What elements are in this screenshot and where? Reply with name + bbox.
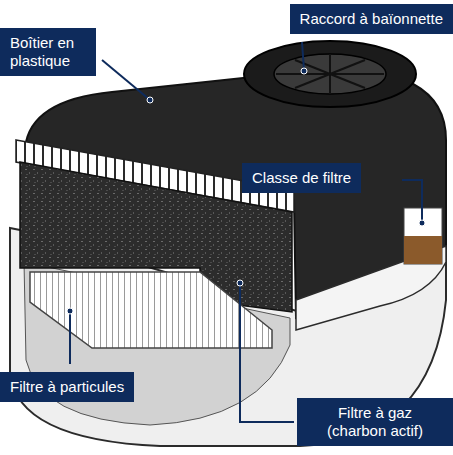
leader-dots: [67, 68, 425, 314]
callout-box: Filtre à particules: [0, 372, 134, 402]
callout-box: Boîtier en plastique: [0, 28, 96, 76]
bayonet-ring: [244, 41, 416, 107]
callout-box: Raccord à baïonnette: [290, 4, 453, 34]
callout-text: Raccord à baïonnette: [300, 10, 443, 28]
callout-text: Filtre à gaz (charbon actif): [307, 404, 443, 440]
class-label-band: [404, 236, 442, 264]
callout-text: Filtre à particules: [10, 378, 124, 396]
callout-text: Classe de filtre: [252, 169, 351, 187]
pleated-filter: [30, 272, 272, 348]
leader-lines: [70, 42, 422, 422]
callout-box: Filtre à gaz (charbon actif): [297, 398, 453, 446]
bayonet-grid: [276, 54, 384, 94]
bayonet-inner: [274, 54, 386, 94]
callout-text: Boîtier en plastique: [10, 34, 86, 70]
callout-box: Classe de filtre: [242, 163, 361, 193]
